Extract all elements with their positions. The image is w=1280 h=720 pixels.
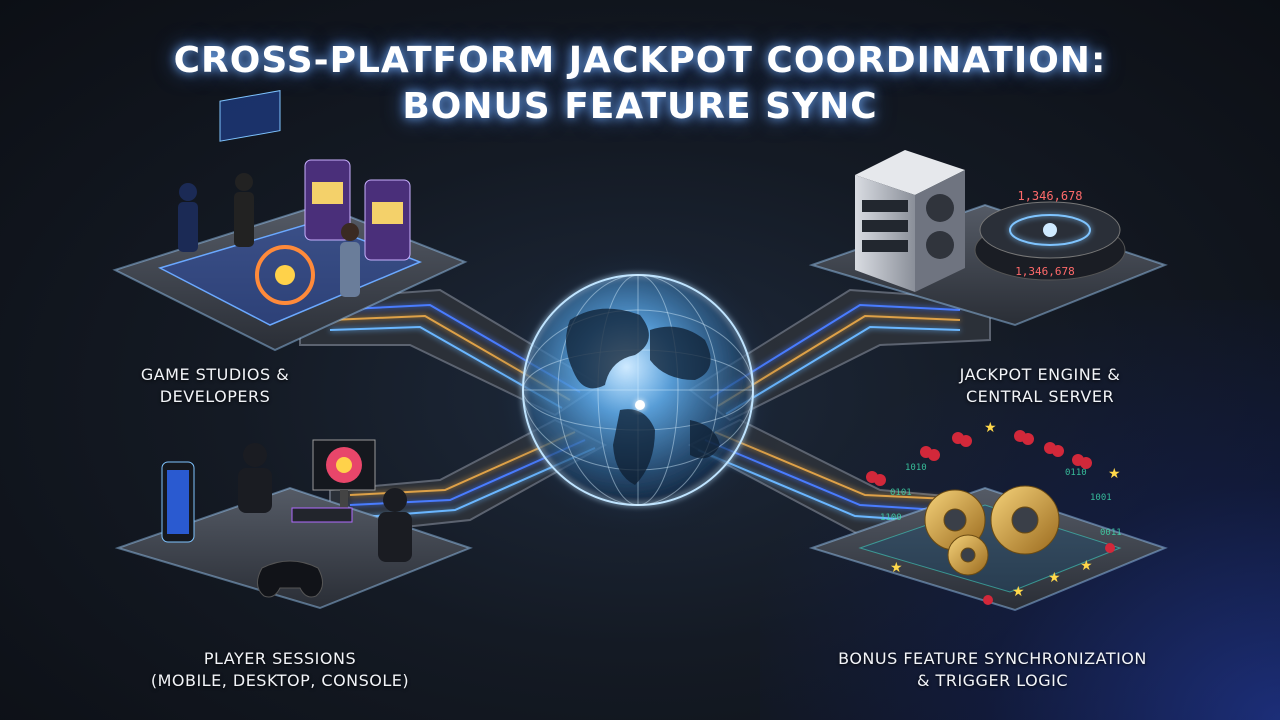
page-title: CROSS-PLATFORM JACKPOT COORDINATION: BON… <box>0 38 1280 130</box>
label-players: PLAYER SESSIONS (MOBILE, DESKTOP, CONSOL… <box>110 648 450 692</box>
svg-text:★: ★ <box>890 560 903 576</box>
title-line-2: BONUS FEATURE SYNC <box>402 86 878 127</box>
svg-text:★: ★ <box>1048 570 1061 586</box>
svg-text:★: ★ <box>1108 466 1121 482</box>
keyboard-icon <box>291 507 353 523</box>
svg-text:0101: 0101 <box>890 488 912 498</box>
jackpot-value-bottom: 1,346,678 <box>1015 265 1075 278</box>
platform-studios <box>112 90 468 352</box>
svg-text:1010: 1010 <box>905 463 927 473</box>
wheel-icon <box>255 245 315 305</box>
label-players-line-1: PLAYER SESSIONS <box>203 649 357 668</box>
svg-text:0011: 0011 <box>1100 528 1122 538</box>
platform-bonus: 1010 0110 0101 1001 0011 1100 ★ ★ ★ ★ ★ ★ <box>808 420 1168 612</box>
slot-machine-icon <box>304 159 411 261</box>
label-bonus-line-2: & TRIGGER LOGIC <box>916 671 1068 690</box>
gear-icon <box>924 485 1060 576</box>
developer-figures <box>178 173 360 297</box>
jackpot-display: 1,346,678 1,346,678 <box>974 189 1126 281</box>
label-engine-line-1: JACKPOT ENGINE & <box>959 365 1121 384</box>
cherry-icon <box>866 430 1115 605</box>
continents <box>566 308 720 485</box>
globe-icon <box>483 235 793 545</box>
label-engine: JACKPOT ENGINE & CENTRAL SERVER <box>925 364 1155 408</box>
star-icon: ★ ★ ★ ★ ★ ★ <box>890 420 1121 600</box>
smartphone-icon <box>161 461 195 543</box>
gamepad-icon <box>257 560 323 598</box>
svg-text:★: ★ <box>984 420 997 436</box>
label-bonus: BONUS FEATURE SYNCHRONIZATION & TRIGGER … <box>800 648 1185 692</box>
label-studios: GAME STUDIOS & DEVELOPERS <box>100 364 330 408</box>
code-rain: 1010 0110 0101 1001 0011 1100 <box>880 463 1122 538</box>
label-engine-line-2: CENTRAL SERVER <box>965 387 1115 406</box>
monitor-icon <box>312 439 376 508</box>
svg-text:★: ★ <box>1080 558 1093 574</box>
svg-text:1100: 1100 <box>880 513 902 523</box>
server-icon <box>855 150 965 292</box>
platform-engine: 1,346,678 1,346,678 <box>808 150 1168 327</box>
svg-text:0110: 0110 <box>1065 468 1087 478</box>
title-line-1: CROSS-PLATFORM JACKPOT COORDINATION: <box>173 40 1107 81</box>
holo-screen <box>219 90 281 142</box>
label-studios-line-1: GAME STUDIOS & <box>140 365 290 384</box>
label-studios-line-2: DEVELOPERS <box>159 387 271 406</box>
platform-players <box>114 439 473 610</box>
jackpot-value-top: 1,346,678 <box>1017 189 1082 203</box>
player-figures <box>238 443 412 562</box>
svg-text:1001: 1001 <box>1090 493 1112 503</box>
label-players-line-2: (MOBILE, DESKTOP, CONSOLE) <box>150 671 410 690</box>
label-bonus-line-1: BONUS FEATURE SYNCHRONIZATION <box>838 649 1147 668</box>
svg-text:★: ★ <box>1012 584 1025 600</box>
